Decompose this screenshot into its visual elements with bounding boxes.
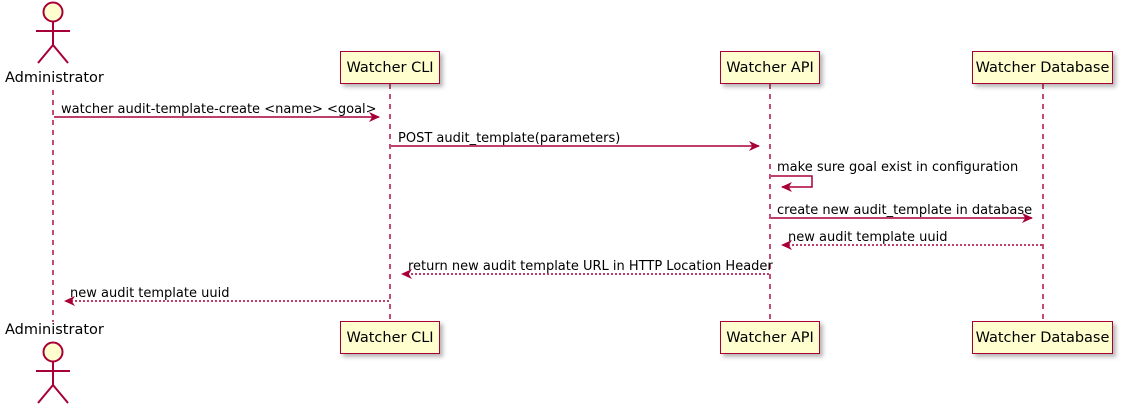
actor-administrator-bottom: [36, 341, 70, 404]
participant-box-watcher-database-bottom[interactable]: Watcher Database: [972, 321, 1113, 354]
message-label-5: new audit template uuid: [788, 230, 948, 245]
participant-label-watcher-cli-bottom: Watcher CLI: [346, 329, 434, 346]
actor-administrator-top: [36, 1, 70, 64]
participant-label-watcher-cli-top: Watcher CLI: [346, 59, 434, 76]
participant-box-watcher-cli-top[interactable]: Watcher CLI: [340, 51, 440, 84]
lifelines: [52, 84, 1044, 322]
message-label-1: watcher audit-template-create <name> <go…: [61, 102, 377, 117]
participant-label-watcher-database-top: Watcher Database: [975, 59, 1110, 76]
message-label-3: make sure goal exist in configuration: [777, 160, 1019, 175]
participant-label-watcher-database-bottom: Watcher Database: [975, 329, 1110, 346]
message-label-7: new audit template uuid: [70, 286, 230, 301]
message-arrow-3-self: [771, 175, 813, 192]
message-label-2: POST audit_template(parameters): [398, 131, 621, 146]
actor-label-administrator-top: Administrator: [5, 70, 104, 86]
actor-label-administrator-bottom: Administrator: [5, 322, 104, 338]
message-label-4: create new audit_template in database: [777, 203, 1033, 218]
message-label-6: return new audit template URL in HTTP Lo…: [408, 259, 773, 274]
participant-box-watcher-cli-bottom[interactable]: Watcher CLI: [340, 321, 440, 354]
participant-box-watcher-database-top[interactable]: Watcher Database: [972, 51, 1113, 84]
participant-box-watcher-api-bottom[interactable]: Watcher API: [720, 321, 820, 354]
participant-label-watcher-api-top: Watcher API: [726, 59, 814, 76]
participant-label-watcher-api-bottom: Watcher API: [726, 329, 814, 346]
participant-box-watcher-api-top[interactable]: Watcher API: [720, 51, 820, 84]
